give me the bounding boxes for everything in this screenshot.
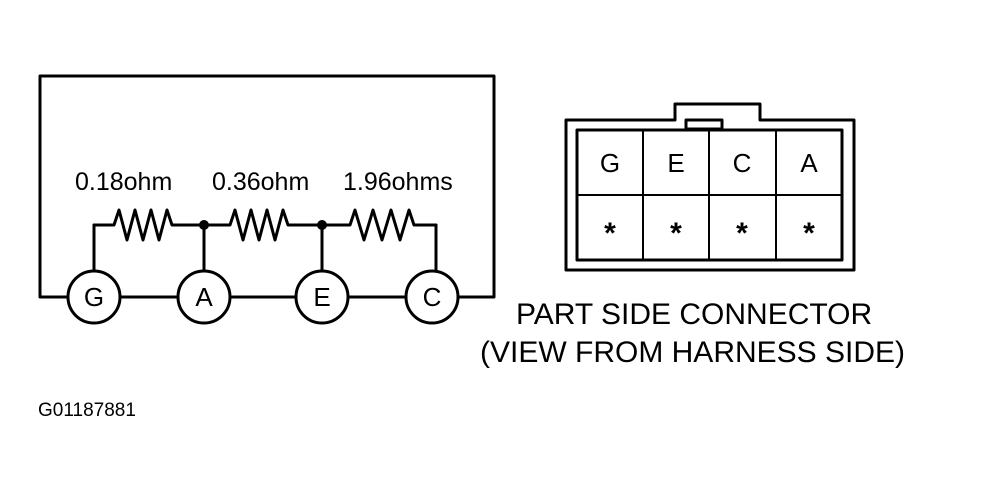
pin-label-a: A (800, 148, 818, 178)
resistor-1 (92, 208, 206, 242)
resistor-3 (320, 208, 438, 242)
terminal-a-label: A (195, 282, 213, 312)
terminal-g-circle (66, 269, 122, 325)
resistor-1-value: 0.18ohm (75, 168, 173, 196)
terminal-c-label: C (423, 282, 442, 312)
terminal-e-circle (294, 269, 350, 325)
connector-caption-line2: (VIEW FROM HARNESS SIDE) (480, 336, 906, 369)
terminal-a-circle (176, 269, 232, 325)
terminal-c-circle (404, 269, 460, 325)
figure-id: G01187881 (38, 400, 136, 421)
junction-dot-e (317, 220, 327, 230)
pin-star-2: * (670, 217, 682, 250)
connector-outline (564, 102, 856, 272)
terminal-e-label: E (313, 282, 330, 312)
pin-star-1: * (604, 217, 616, 250)
outer-loop-wire (38, 74, 496, 299)
terminal-g-label: G (84, 282, 104, 312)
junction-dot-a (199, 220, 209, 230)
pin-star-3: * (736, 217, 748, 250)
connector-latch (684, 118, 724, 131)
resistor-2-value: 0.36ohm (212, 168, 310, 196)
pin-star-4: * (803, 217, 815, 250)
pin-label-c: C (733, 148, 752, 178)
resistor-3-value: 1.96ohms (343, 168, 453, 196)
pin-label-g: G (600, 148, 620, 178)
pin-label-e: E (667, 148, 684, 178)
connector-caption-line1: PART SIDE CONNECTOR (516, 298, 873, 331)
resistor-2 (202, 208, 324, 242)
